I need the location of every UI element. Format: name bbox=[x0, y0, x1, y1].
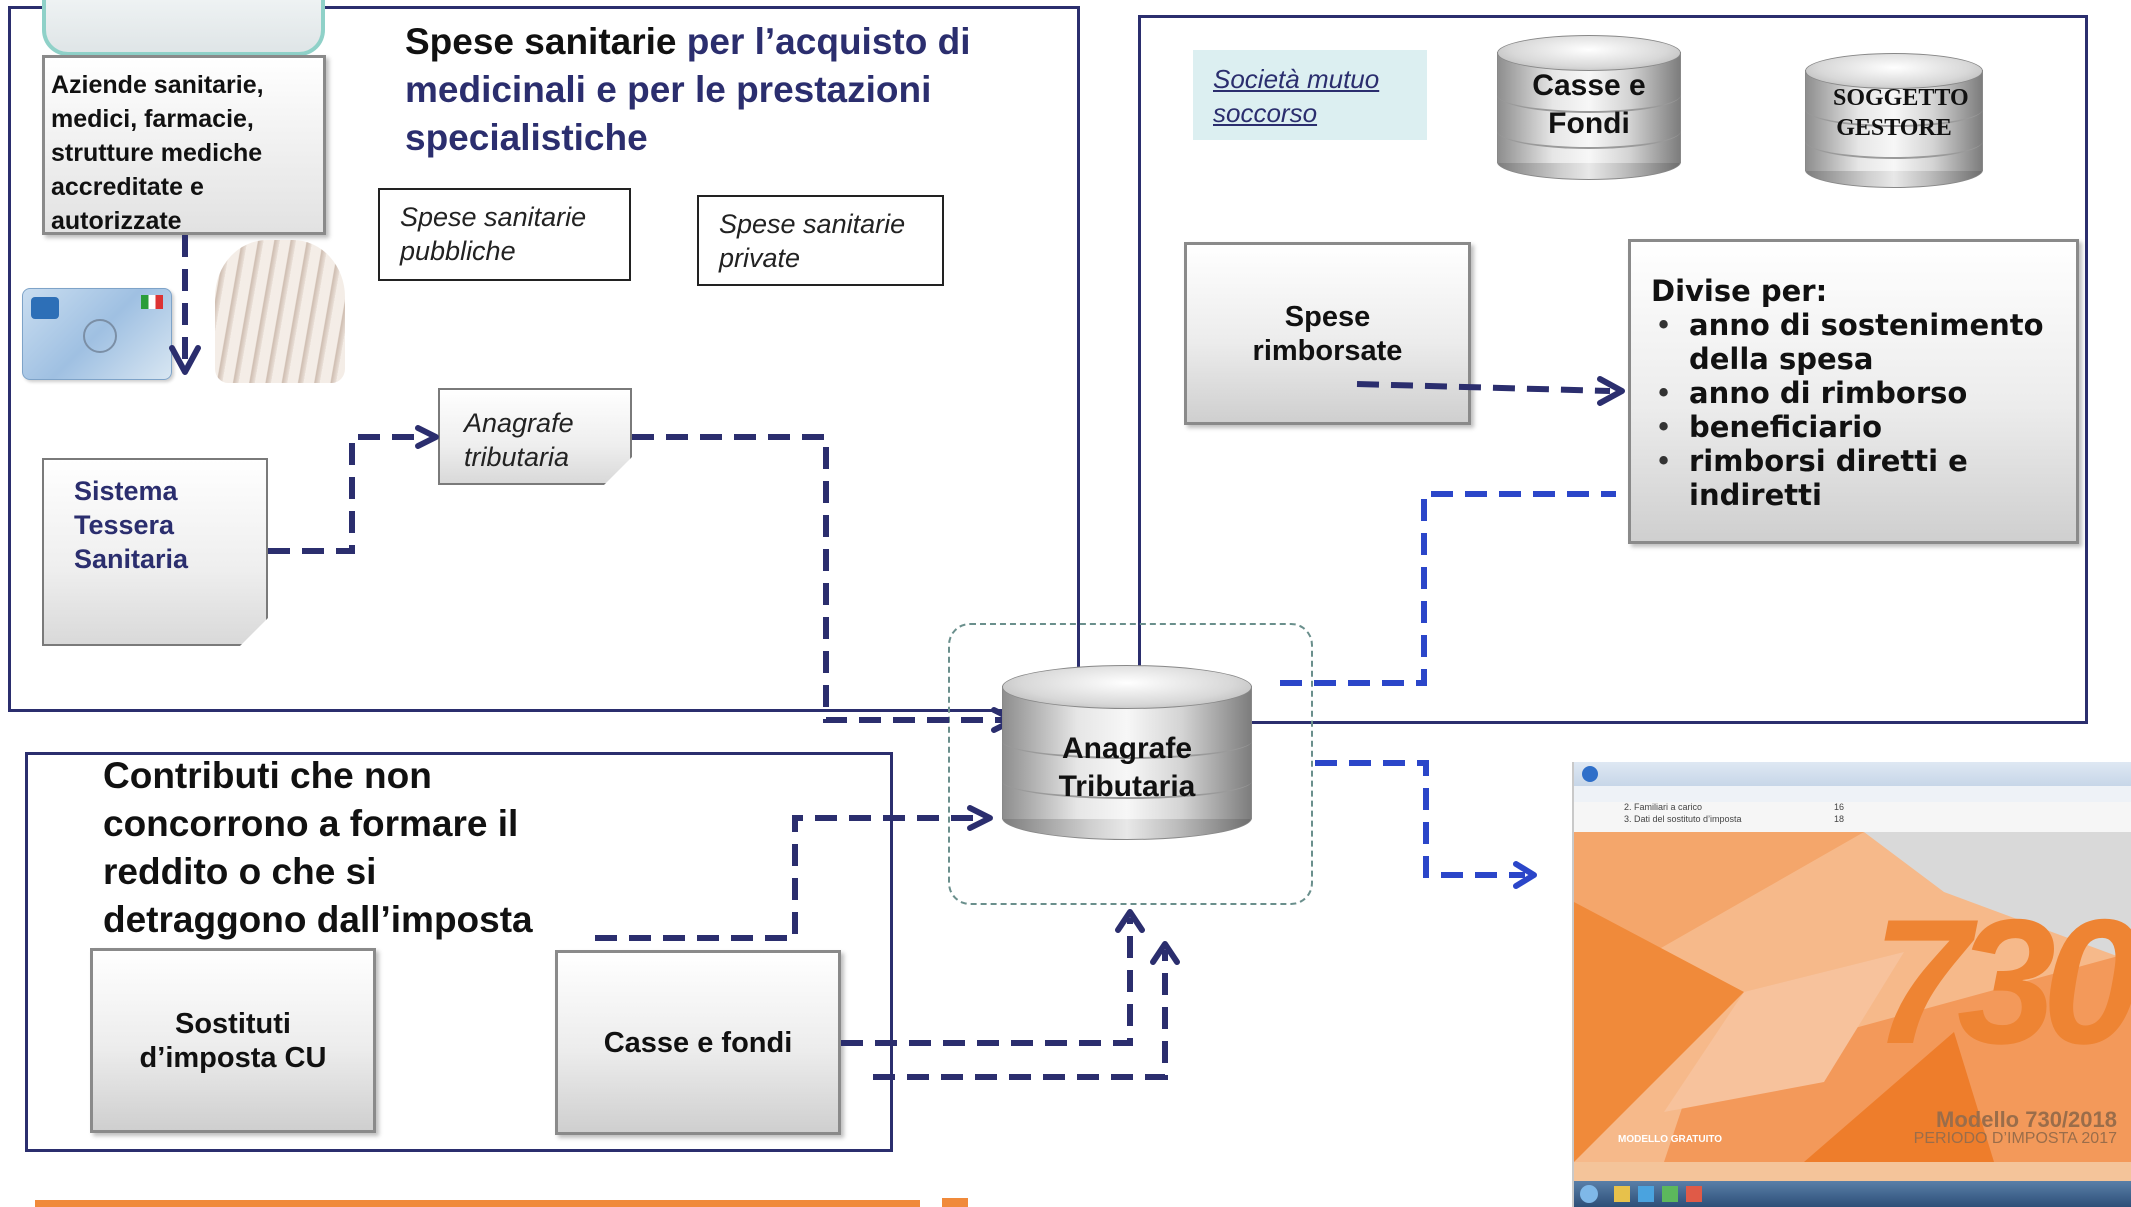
spese-pubbliche-box: Spese sanitarie pubbliche bbox=[378, 188, 631, 281]
spese-rimborsate-text: Spese rimborsate bbox=[1252, 300, 1403, 367]
modello-730-window: 2. Familiari a carico 16 3. Dati del sos… bbox=[1572, 762, 2131, 1207]
modello-730-number: 730 bbox=[1872, 882, 2131, 1081]
footer-orange-square bbox=[942, 1198, 968, 1207]
sostituti-box: Sostituti d’imposta CU bbox=[90, 948, 376, 1133]
aziende-box: Aziende sanitarie, medici, farmacie, str… bbox=[42, 55, 326, 235]
anagrafe-tributaria-disk: Anagrafe Tributaria bbox=[1002, 665, 1252, 840]
modello-gratuito: MODELLO GRATUITO bbox=[1618, 1134, 1723, 1145]
sostituti-text: Sostituti d’imposta CU bbox=[139, 1007, 327, 1074]
soggetto-gestore-disk: SOGGETTO GESTORE bbox=[1805, 53, 1983, 188]
casse-fondi-disk-label: Casse e Fondi bbox=[1532, 69, 1646, 140]
receipts-image bbox=[215, 240, 345, 383]
modello-name: Modello 730/2018 bbox=[1936, 1107, 2117, 1132]
spese-rimborsate-box: Spese rimborsate bbox=[1184, 242, 1471, 425]
divise-heading: Divise per: bbox=[1651, 274, 1828, 308]
map-thumbnail bbox=[42, 0, 325, 56]
footer-orange-bar bbox=[35, 1200, 920, 1207]
soggetto-gestore-label: SOGGETTO GESTORE bbox=[1833, 85, 1969, 141]
societa-mutuo-box: Società mutuo soccorso bbox=[1193, 50, 1427, 140]
casse-fondi-box: Casse e fondi bbox=[555, 950, 841, 1135]
casse-fondi-box-text: Casse e fondi bbox=[603, 1026, 793, 1059]
arrow-casse-to-center-2 bbox=[873, 950, 1168, 1080]
spese-pubbliche-text: Spese sanitarie pubbliche bbox=[400, 202, 587, 266]
spese-private-text: Spese sanitarie private bbox=[719, 209, 906, 273]
modello-row1: 2. Familiari a carico bbox=[1624, 802, 1703, 812]
modello-periodo: PERIODO D’IMPOSTA 2017 bbox=[1913, 1130, 2117, 1147]
societa-mutuo-text: Società mutuo soccorso bbox=[1213, 64, 1380, 128]
divise-item: anno di rimborso bbox=[1651, 376, 2056, 410]
arrow-center-to-modello bbox=[1315, 760, 1525, 878]
aziende-text: Aziende sanitarie, medici, farmacie, str… bbox=[51, 71, 264, 235]
contributi-text: Contributi che non concorrono a formare … bbox=[103, 752, 583, 944]
title-blue: per l’acquisto di medicinali e per le pr… bbox=[405, 21, 971, 158]
divise-item: rimborsi diretti e indiretti bbox=[1651, 444, 2056, 512]
title-black: Spese sanitarie bbox=[405, 21, 677, 62]
divise-box: Divise per: anno di sostenimento della s… bbox=[1628, 239, 2079, 544]
modello-row2: 3. Dati del sostituto d’imposta bbox=[1624, 814, 1742, 824]
modello-row2-num: 18 bbox=[1834, 814, 1845, 824]
divise-list: anno di sostenimento della spesa anno di… bbox=[1651, 308, 2056, 512]
modello-taskbar bbox=[1574, 1181, 2131, 1207]
modello-row1-num: 16 bbox=[1834, 802, 1845, 812]
modello-cover-art bbox=[1574, 832, 2131, 1162]
divise-item: anno di sostenimento della spesa bbox=[1651, 308, 2056, 376]
spese-private-box: Spese sanitarie private bbox=[697, 195, 944, 286]
contributi-label: Contributi che non concorrono a formare … bbox=[103, 755, 533, 940]
casse-fondi-disk: Casse e Fondi bbox=[1497, 35, 1681, 180]
sistema-ts-note: Sistema Tessera Sanitaria bbox=[42, 458, 268, 646]
title: Spese sanitarie per l’acquisto di medici… bbox=[405, 18, 1025, 162]
health-card-image bbox=[22, 288, 172, 380]
sistema-ts-text: Sistema Tessera Sanitaria bbox=[74, 476, 189, 574]
anagrafe-note: Anagrafe tributaria bbox=[438, 388, 632, 485]
divise-item: beneficiario bbox=[1651, 410, 2056, 444]
anagrafe-note-text: Anagrafe tributaria bbox=[464, 408, 574, 472]
anagrafe-center-label: Anagrafe Tributaria bbox=[1058, 732, 1196, 803]
anagrafe-center-frame bbox=[948, 623, 1313, 905]
